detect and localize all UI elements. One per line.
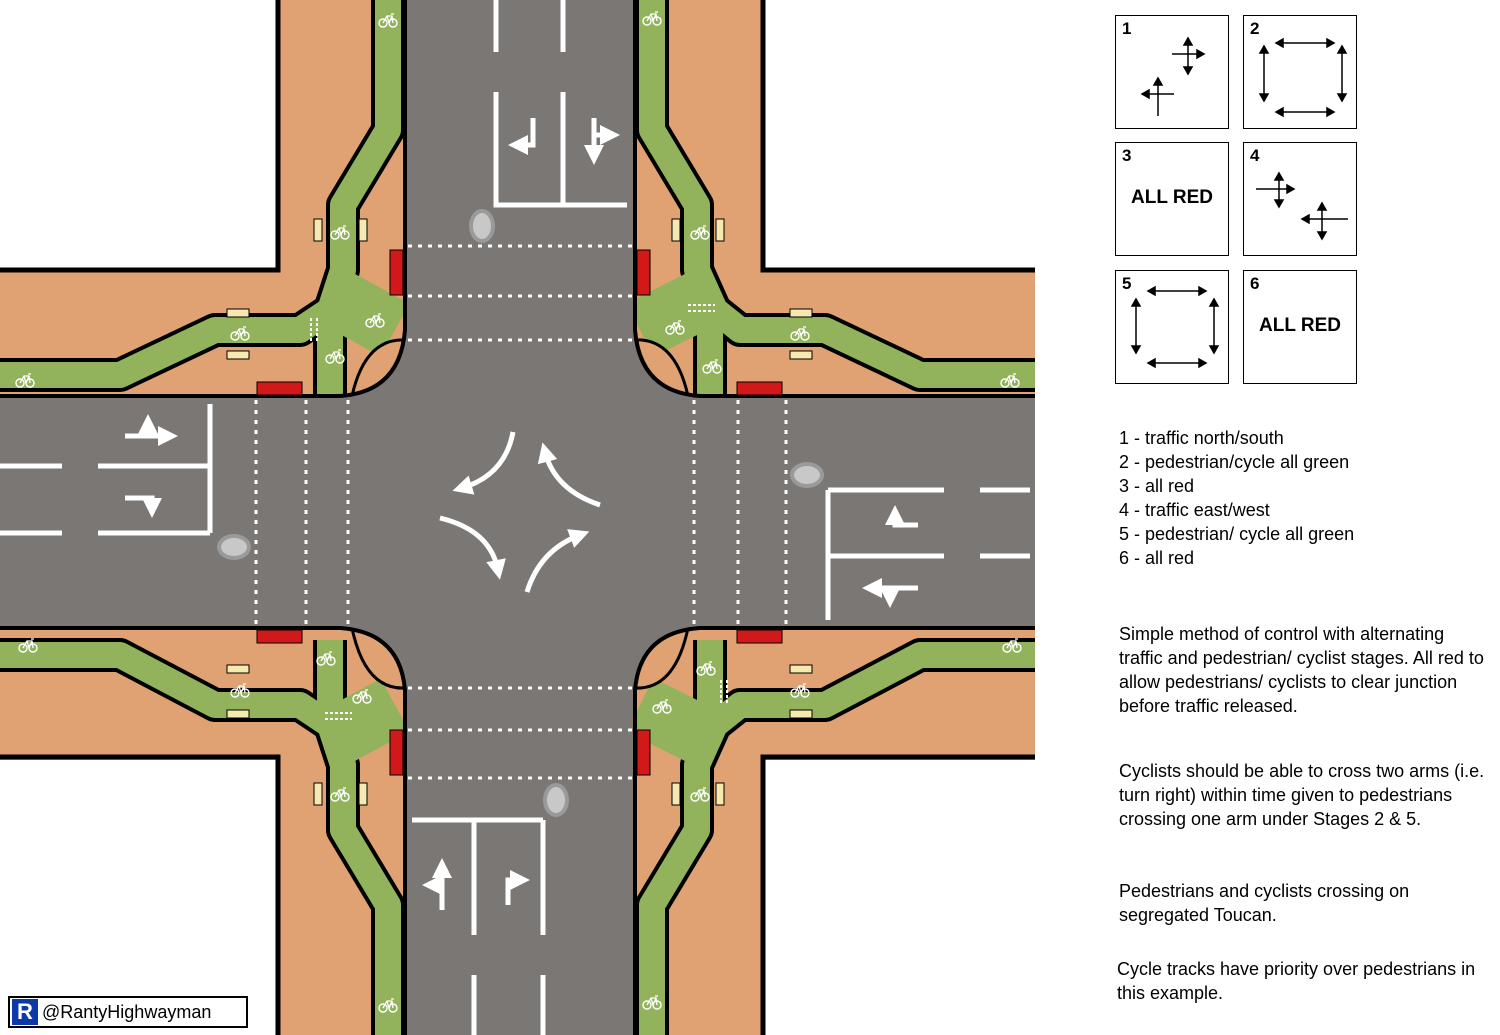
stage-box-6: 6 ALL RED [1243, 270, 1357, 384]
author-logo: R [12, 999, 38, 1025]
stage-number: 3 [1122, 146, 1132, 165]
legend-item: 4 - traffic east/west [1119, 500, 1270, 520]
stage-number: 1 [1122, 19, 1132, 38]
give-way-markings [310, 304, 728, 720]
turn-arrow-icon [505, 870, 530, 905]
stage-number: 2 [1250, 19, 1260, 38]
note-control-method: Simple method of control with alternatin… [1119, 624, 1484, 716]
legend-item: 6 - all red [1119, 548, 1195, 568]
legend-item: 2 - pedestrian/cycle all green [1119, 452, 1350, 472]
bidirectional-arrow-icon [1140, 36, 1206, 116]
stage-box-5: 5 [1115, 270, 1229, 384]
note-cycle-priority: Cycle tracks have priority over pedestri… [1117, 959, 1476, 1003]
stage-number: 5 [1122, 274, 1132, 293]
crossing-posts [226, 218, 813, 806]
stage-legend: 1 - traffic north/south 2 - pedestrian/c… [1119, 426, 1354, 570]
note-toucan-crossing: Pedestrians and cyclists crossing on seg… [1119, 881, 1410, 925]
carriageway [0, 0, 1035, 1035]
legend-item: 3 - all red [1119, 476, 1195, 496]
stage-label: ALL RED [1259, 315, 1341, 336]
stage-box-3: 3 ALL RED [1115, 142, 1229, 256]
note-cyclist-timing: Cyclists should be able to cross two arm… [1119, 761, 1485, 829]
author-credit: R @RantyHighwayman [8, 996, 248, 1028]
stage-number: 6 [1250, 274, 1260, 293]
bidirectional-arrow-icon [1258, 37, 1348, 118]
legend-item: 1 - traffic north/south [1119, 428, 1284, 448]
turn-arrow-icon [508, 118, 536, 155]
junction-diagram [0, 0, 1035, 1035]
stage-label: ALL RED [1131, 187, 1213, 208]
cycle-tracks [0, 0, 1035, 1035]
stage-number: 4 [1250, 146, 1260, 165]
stage-box-2: 2 [1243, 15, 1357, 129]
bidirectional-arrow-icon [1256, 171, 1348, 241]
road-markings [0, 0, 1030, 1035]
bidirectional-arrow-icon [1130, 285, 1220, 369]
turn-arrow-icon [125, 495, 162, 518]
traffic-island-icon [217, 209, 824, 817]
author-handle: @RantyHighwayman [42, 1001, 212, 1022]
signal-head-icon [256, 249, 783, 776]
central-turn-arrows [439, 431, 601, 593]
stage-box-4: 4 [1243, 142, 1357, 256]
legend-item: 5 - pedestrian/ cycle all green [1119, 524, 1355, 544]
turn-arrow-icon [885, 505, 918, 528]
stage-box-1: 1 [1115, 15, 1229, 129]
lane-arrows [125, 118, 918, 910]
